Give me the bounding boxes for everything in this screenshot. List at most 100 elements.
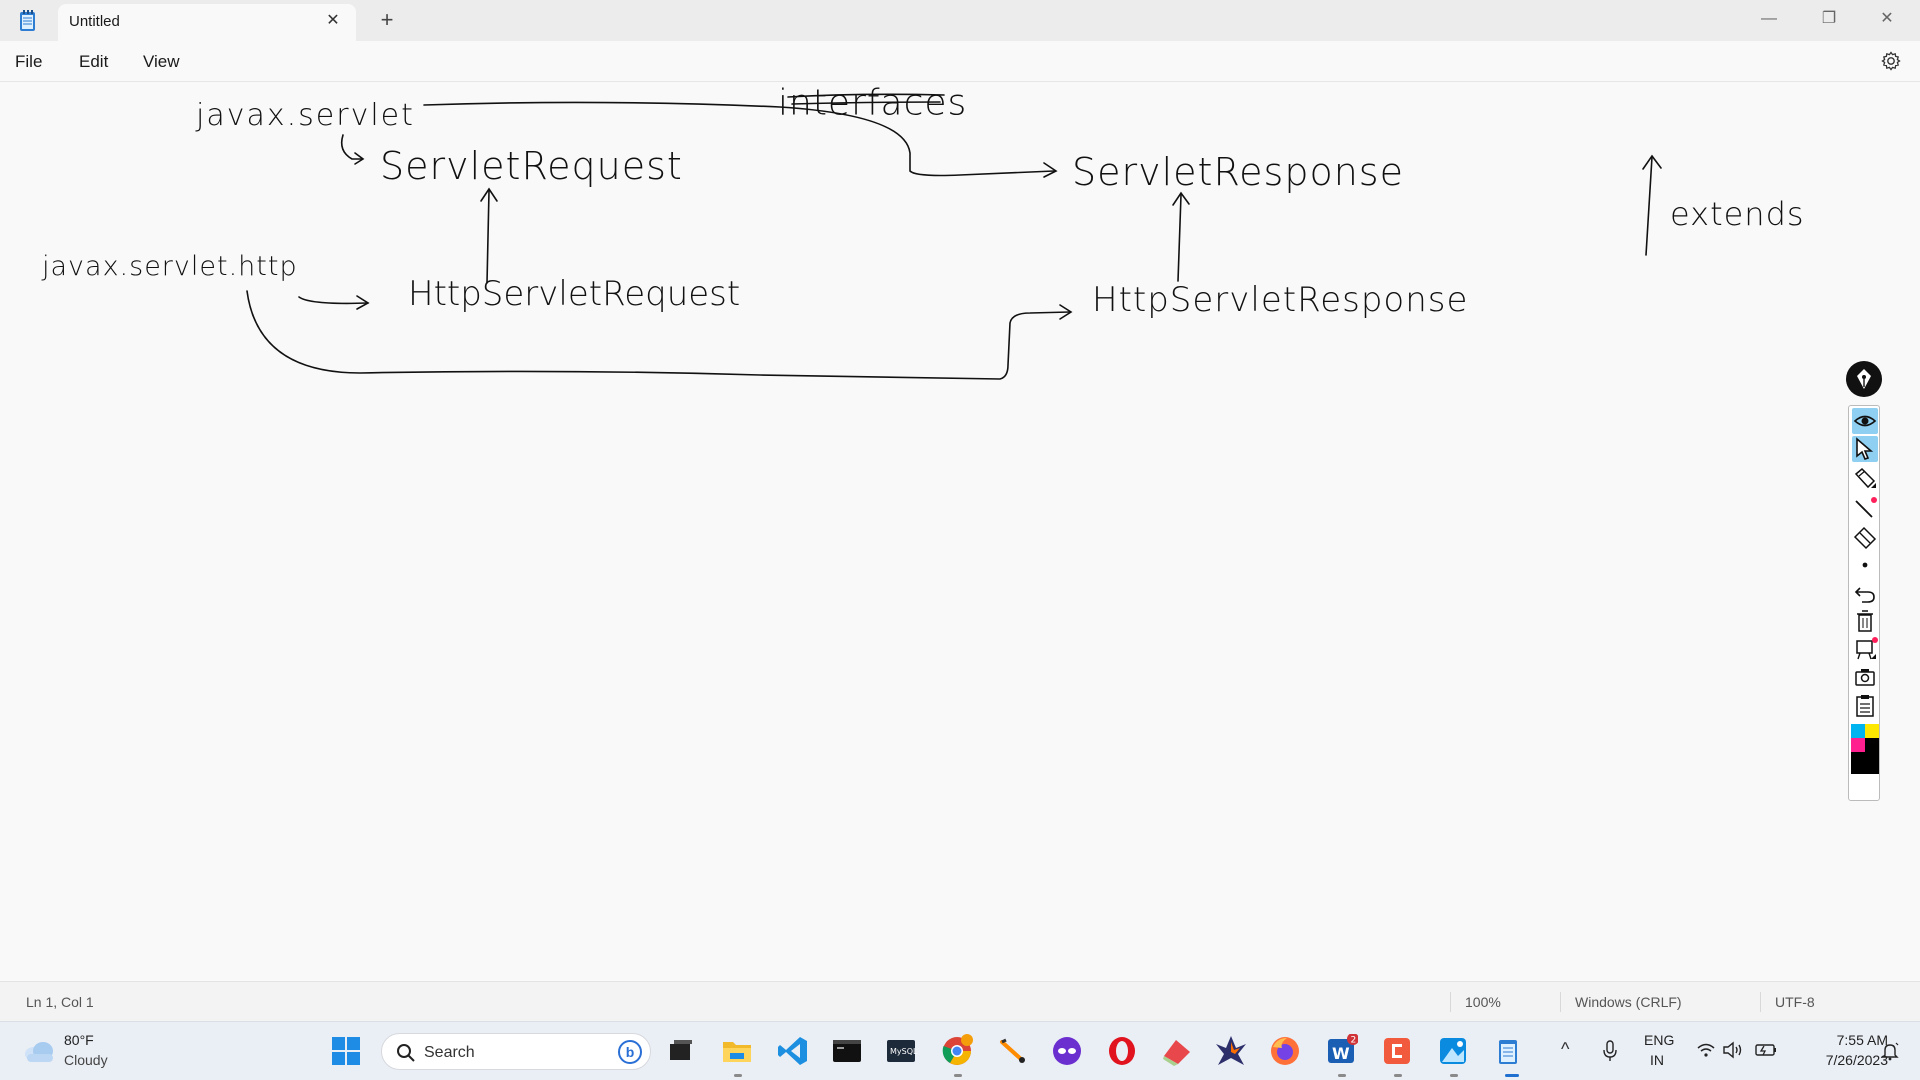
- board-icon[interactable]: [1852, 636, 1878, 662]
- text-editor-area[interactable]: interfaces javax.servlet ServletRequest …: [0, 83, 1920, 981]
- arrowhead-extends-request: [480, 187, 498, 202]
- status-divider: [1450, 992, 1451, 1012]
- mask-app-icon[interactable]: [1050, 1034, 1084, 1068]
- class-servlet-request: ServletRequest: [380, 144, 683, 188]
- tab-untitled[interactable]: Untitled ✕: [58, 4, 356, 41]
- taskbar: 80°F Cloudy Search b MySQL: [0, 1021, 1920, 1080]
- class-http-servlet-response: HttpServletResponse: [1092, 280, 1468, 320]
- clipboard-icon[interactable]: [1852, 692, 1878, 718]
- clock-date[interactable]: 7/26/2023: [1825, 1052, 1888, 1068]
- terminal-icon[interactable]: [830, 1034, 864, 1068]
- arrowhead-servlet-request: [354, 152, 365, 165]
- opera-icon[interactable]: [1105, 1034, 1139, 1068]
- running-indicator: [734, 1074, 742, 1077]
- running-indicator: [1338, 1074, 1346, 1077]
- pen-toolbar: [1846, 361, 1882, 801]
- color-swatch-cyan[interactable]: [1851, 724, 1865, 738]
- legend-extends-arrow: [1645, 156, 1653, 256]
- maximize-button[interactable]: ❐: [1821, 10, 1837, 27]
- arrowhead-http-response: [1059, 304, 1073, 320]
- svg-text:MySQL: MySQL: [890, 1047, 918, 1056]
- gear-icon[interactable]: [1880, 50, 1902, 72]
- file-explorer-icon[interactable]: [720, 1034, 754, 1068]
- encoding: UTF-8: [1775, 994, 1815, 1010]
- tab-title: Untitled: [69, 13, 120, 30]
- connector-servlet-to-response: [423, 101, 1055, 177]
- language-indicator[interactable]: ENG: [1644, 1032, 1675, 1048]
- package-javax-servlet: javax.servlet: [195, 98, 415, 133]
- extends-arrow-request: [486, 190, 490, 284]
- search-label: Search: [424, 1044, 475, 1061]
- chrome-icon[interactable]: [940, 1034, 974, 1068]
- notepad-icon[interactable]: [1491, 1034, 1525, 1068]
- taskbar-search[interactable]: Search b: [381, 1033, 651, 1070]
- running-indicator: [954, 1074, 962, 1077]
- active-indicator: [1505, 1074, 1519, 1077]
- cursor-editor-icon[interactable]: [1380, 1034, 1414, 1068]
- connector-http-to-request: [298, 296, 369, 305]
- menu-edit[interactable]: Edit: [79, 52, 109, 71]
- pen-app-icon[interactable]: [996, 1034, 1030, 1068]
- eye-icon[interactable]: [1852, 408, 1878, 434]
- line-tool-icon[interactable]: [1852, 496, 1878, 522]
- vscode-icon[interactable]: [776, 1034, 810, 1068]
- pen-nib-icon[interactable]: [1846, 361, 1882, 397]
- brush-size-icon[interactable]: [1852, 552, 1878, 578]
- task-view-icon[interactable]: [664, 1034, 698, 1068]
- volume-icon[interactable]: [1722, 1040, 1744, 1060]
- notepad-icon: [20, 10, 35, 31]
- weather-temperature[interactable]: 80°F: [64, 1032, 94, 1048]
- status-bar: Ln 1, Col 1 100% Windows (CRLF) UTF-8: [0, 981, 1920, 1021]
- intellij-icon[interactable]: [1214, 1034, 1248, 1068]
- color-swatch-black-large[interactable]: [1851, 752, 1879, 774]
- new-tab-button[interactable]: +: [380, 7, 394, 32]
- notification-bell-icon[interactable]: [1880, 1041, 1900, 1061]
- search-icon: [397, 1044, 415, 1062]
- trash-icon[interactable]: [1852, 608, 1878, 634]
- pen-tools-panel: [1848, 405, 1880, 801]
- cursor-position: Ln 1, Col 1: [26, 994, 94, 1010]
- tab-close-icon[interactable]: ✕: [326, 12, 340, 29]
- menu-file[interactable]: File: [15, 52, 43, 71]
- eraser-icon[interactable]: [1852, 524, 1878, 550]
- menu-view[interactable]: View: [143, 52, 180, 71]
- extends-arrow-response: [1177, 194, 1182, 282]
- clock-time[interactable]: 7:55 AM: [1836, 1032, 1888, 1048]
- color-swatch-magenta[interactable]: [1851, 738, 1865, 752]
- keyboard-layout[interactable]: IN: [1650, 1052, 1664, 1068]
- svg-text:W: W: [1332, 1044, 1350, 1063]
- color-swatch-black[interactable]: [1865, 738, 1879, 752]
- photos-icon[interactable]: [1436, 1034, 1470, 1068]
- notification-badge: 2: [1351, 1036, 1357, 1046]
- windows-start-icon[interactable]: [331, 1036, 361, 1066]
- camera-icon[interactable]: [1852, 664, 1878, 690]
- status-divider: [1560, 992, 1561, 1012]
- firefox-icon[interactable]: [1268, 1034, 1302, 1068]
- color-swatch-yellow[interactable]: [1865, 724, 1879, 738]
- undo-icon[interactable]: [1852, 580, 1878, 606]
- tray-overflow-icon[interactable]: ^: [1561, 1039, 1570, 1059]
- pen-icon[interactable]: [1852, 466, 1878, 492]
- legend-arrowhead: [1642, 154, 1662, 170]
- title-bar: Untitled ✕ + — ❐ ✕: [0, 0, 1920, 41]
- legend-extends-label: extends: [1670, 195, 1805, 233]
- cursor-icon[interactable]: [1852, 436, 1878, 462]
- heading-interfaces: interfaces: [778, 83, 967, 124]
- minimize-button[interactable]: —: [1761, 10, 1777, 27]
- arrowhead-http-request: [356, 295, 370, 310]
- mysql-icon[interactable]: MySQL: [884, 1034, 918, 1068]
- weather-condition[interactable]: Cloudy: [64, 1052, 108, 1068]
- paint-app-icon[interactable]: [1160, 1034, 1194, 1068]
- cloud-icon[interactable]: [22, 1039, 56, 1063]
- running-indicator: [1394, 1074, 1402, 1077]
- close-window-button[interactable]: ✕: [1880, 10, 1894, 27]
- bing-icon[interactable]: b: [618, 1040, 642, 1064]
- connector-http-to-response: [246, 290, 1071, 380]
- class-http-servlet-request: HttpServletRequest: [408, 274, 740, 314]
- running-indicator: [1450, 1074, 1458, 1077]
- battery-icon[interactable]: [1754, 1041, 1778, 1059]
- arrowhead-servlet-response: [1043, 162, 1058, 178]
- wifi-icon[interactable]: [1696, 1041, 1716, 1059]
- microphone-icon[interactable]: [1602, 1039, 1618, 1063]
- word-icon[interactable]: W 2: [1324, 1034, 1358, 1068]
